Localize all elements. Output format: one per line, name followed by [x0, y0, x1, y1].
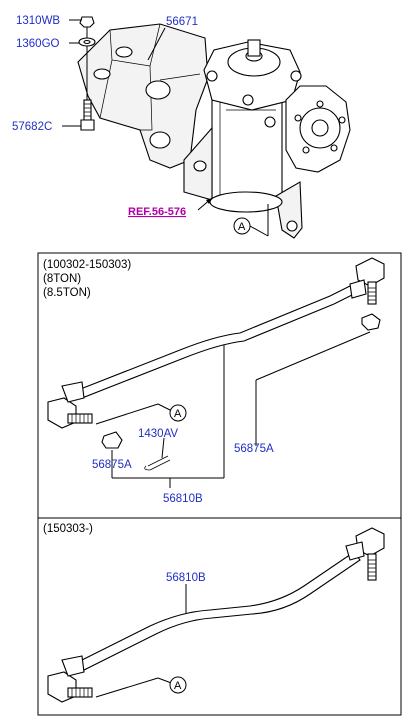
rod-assembly-part-number-panel-1[interactable]: 56810B	[163, 493, 203, 505]
bolt-icon	[80, 119, 95, 131]
circle-ref-a-panel-1[interactable]: A	[169, 404, 187, 422]
circle-ref-a-panel-1-label: A	[174, 408, 182, 420]
circle-ref-a-top-text: A	[238, 221, 246, 233]
reference-link[interactable]: REF.56-576	[128, 206, 186, 218]
circle-ref-a-panel-2[interactable]: A	[169, 676, 187, 694]
circle-ref-a-panel-2-label: A	[174, 680, 182, 692]
top-leader-lines	[62, 19, 269, 237]
panel-1-note-1: (100302-150303)	[43, 259, 131, 271]
right-nut-part-number[interactable]: 56875A	[234, 443, 274, 455]
panel-1-leader-lines	[95, 331, 371, 488]
gear-box-part-number[interactable]: 56671	[166, 16, 198, 28]
cotter-pin-icon	[144, 455, 171, 471]
cotter-pin-part-number[interactable]: 1430AV	[138, 428, 178, 440]
right-nut-icon	[361, 313, 381, 331]
circle-ref-a-top[interactable]	[233, 217, 251, 235]
panel-2-frame	[37, 517, 402, 716]
rod-assembly-part-number-panel-2[interactable]: 56810B	[166, 572, 206, 584]
panel-1-tie-rod-illustration	[47, 257, 385, 471]
nut-part-number[interactable]: 1310WB	[16, 15, 60, 27]
steering-gear-box-illustration	[77, 16, 351, 239]
left-nut-part-number[interactable]: 56875A	[92, 459, 132, 471]
nut-icon	[79, 16, 95, 28]
panel-2-note-1: (150303-)	[43, 523, 93, 535]
panel-1-note-2: (8TON)	[43, 273, 81, 285]
left-nut-icon	[101, 431, 123, 449]
washer-part-number[interactable]: 1360GO	[16, 38, 60, 50]
panel-2-tie-rod-illustration	[47, 527, 385, 703]
bolt-part-number[interactable]: 57682C	[12, 121, 52, 133]
panel-1-note-3: (8.5TON)	[43, 287, 91, 299]
